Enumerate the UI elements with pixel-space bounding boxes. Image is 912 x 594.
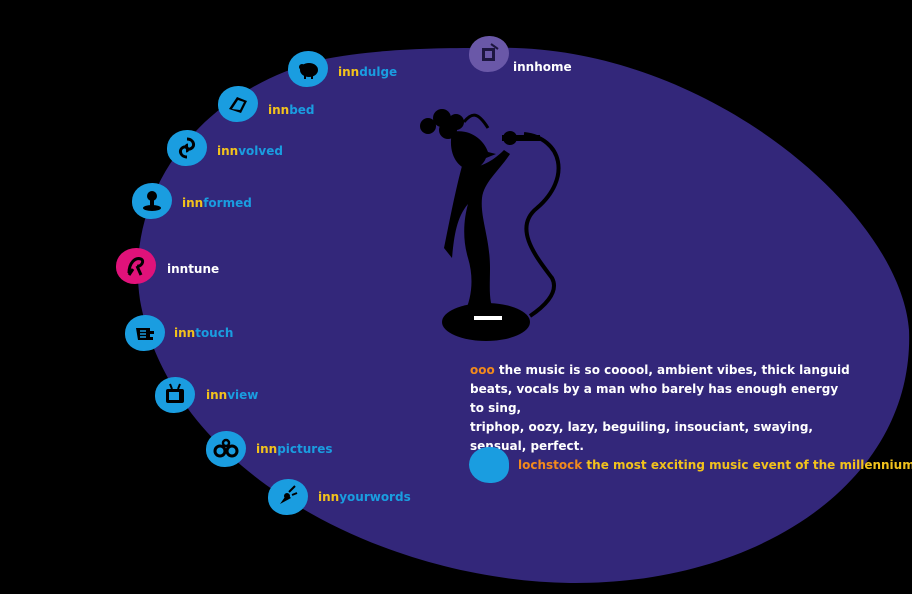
nav-suffix: view (227, 388, 259, 402)
nav-prefix: inn (206, 388, 228, 402)
nav-active-label: inntune (167, 262, 220, 276)
description-lead: ooo (470, 363, 495, 377)
nav-suffix: touch (195, 326, 234, 340)
lochstock-link[interactable]: lochstock the most exciting music event … (518, 458, 912, 472)
tv-icon (155, 377, 195, 413)
nav-prefix: inn (182, 196, 204, 210)
nav-prefix: inn (268, 103, 290, 117)
nav-suffix: bed (289, 103, 315, 117)
nav-suffix: yourwords (339, 490, 411, 504)
home-label: innhome (513, 60, 572, 74)
description-text: ooo the music is so cooool, ambient vibe… (470, 361, 850, 456)
hand-icon (125, 315, 165, 351)
nav-suffix: formed (203, 196, 252, 210)
nav-suffix: volved (238, 144, 283, 158)
newspaper-icon (132, 183, 172, 219)
bed-icon (218, 86, 258, 122)
nav-prefix: inn (174, 326, 196, 340)
megaphone-icon (268, 479, 308, 515)
swirl-icon (167, 130, 207, 166)
description-line: triphop, oozy, lazy, beguiling, insoucia… (470, 420, 813, 434)
event-tagline: the most exciting music event of the mil… (586, 458, 912, 472)
music-icon (116, 248, 156, 284)
description-line: the music is so cooool, ambient vibes, t… (498, 363, 850, 377)
event-name: lochstock (518, 458, 583, 472)
description-line: beats, vocals by a man who barely has en… (470, 382, 839, 415)
nav-suffix: dulge (359, 65, 398, 79)
nav-prefix: inn (318, 490, 340, 504)
singer-silhouette (420, 109, 561, 341)
lochstock-button[interactable] (469, 447, 509, 483)
pig-icon (288, 51, 328, 87)
home-icon (469, 36, 509, 72)
nav-prefix: inn (338, 65, 360, 79)
nav-prefix: inn (256, 442, 278, 456)
glasses-icon (206, 431, 246, 467)
nav-prefix: inn (217, 144, 239, 158)
nav-suffix: pictures (277, 442, 333, 456)
